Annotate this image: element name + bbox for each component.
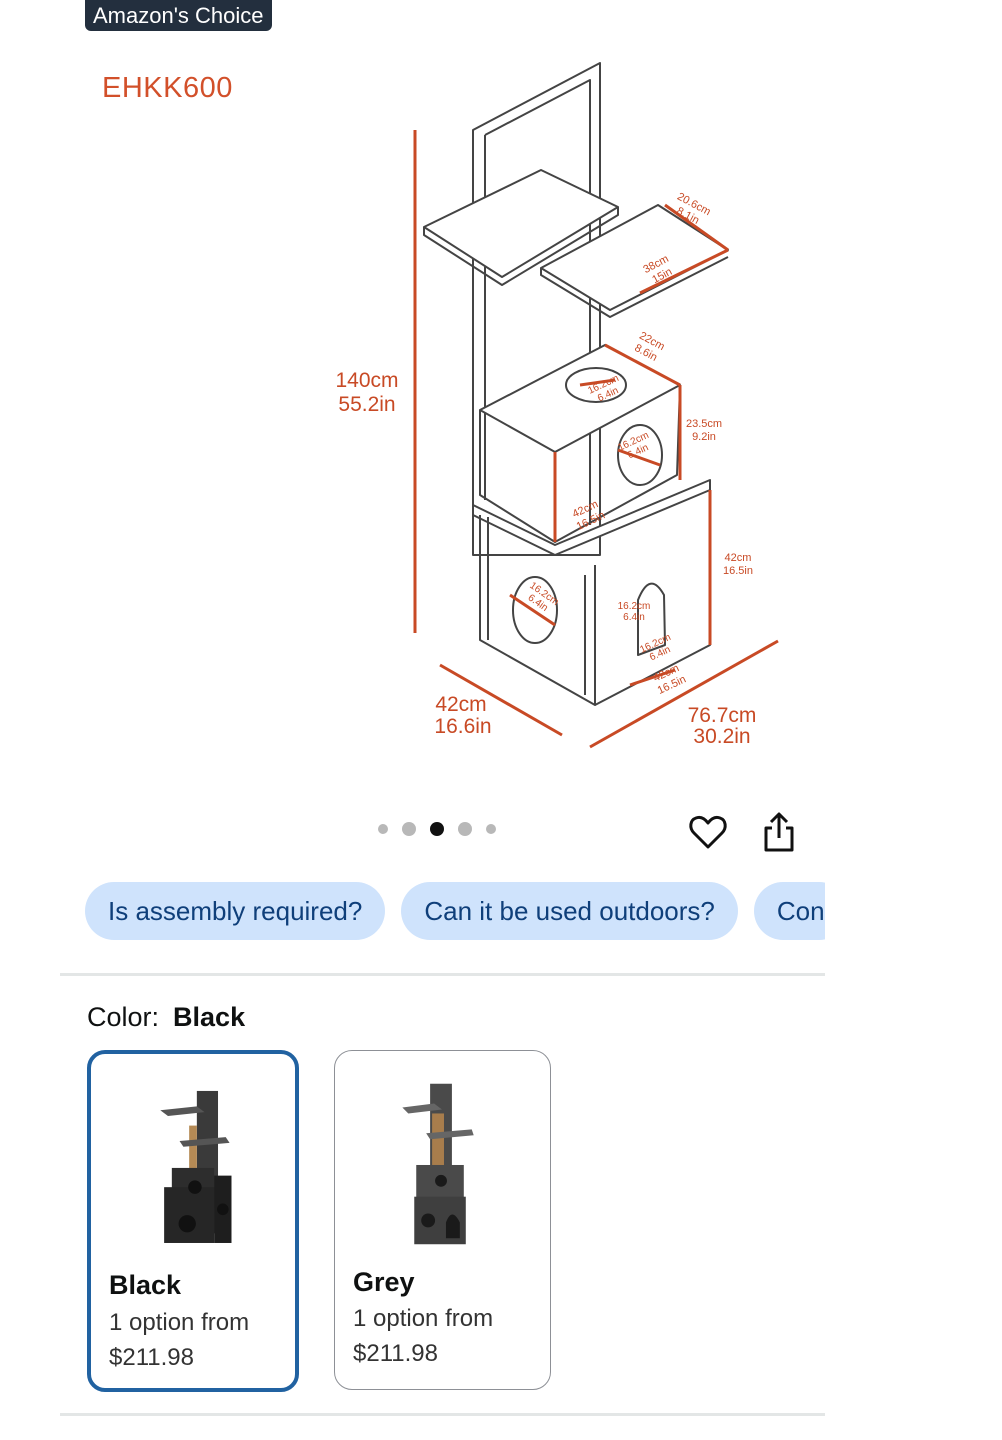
carousel-dot[interactable]	[486, 824, 496, 834]
chip-assembly-required[interactable]: Is assembly required?	[85, 882, 386, 940]
carousel-dot-active[interactable]	[430, 822, 444, 836]
image-carousel-indicator[interactable]	[378, 822, 496, 836]
door-h-in-label: 6.4in	[623, 612, 645, 623]
option-name: Grey	[353, 1267, 415, 1297]
height-cm-label: 140cm	[335, 369, 398, 392]
amazons-choice-badge: Amazon's Choice	[85, 0, 272, 31]
chip-more-question[interactable]: Con	[753, 882, 825, 940]
heart-icon[interactable]	[688, 812, 728, 852]
lower-box-h-in-label: 16.5in	[723, 565, 753, 577]
carousel-dot[interactable]	[378, 824, 388, 834]
width-cm-label: 76.7cm	[688, 704, 757, 727]
width-in-label: 30.2in	[693, 725, 750, 748]
model-number: EHKK600	[102, 72, 233, 104]
option-availability: 1 option from	[353, 1305, 494, 1332]
carousel-dot[interactable]	[458, 822, 472, 836]
option-availability: 1 option from	[109, 1309, 250, 1336]
carousel-dot[interactable]	[402, 822, 416, 836]
option-price: $211.98	[353, 1340, 438, 1367]
chip-used-outdoors[interactable]: Can it be used outdoors?	[401, 882, 738, 940]
product-thumbnail-grey	[402, 1083, 474, 1245]
color-label: Color:	[87, 1002, 160, 1032]
product-thumbnail-black	[160, 1090, 232, 1243]
color-option-black[interactable]: Black 1 option from $211.98	[87, 1050, 299, 1392]
option-name: Black	[109, 1270, 182, 1300]
share-icon[interactable]	[758, 810, 800, 854]
height-in-label: 55.2in	[338, 393, 395, 416]
depth-in-label: 16.6in	[434, 715, 491, 738]
door-h-cm-label: 16.2cm	[618, 601, 651, 612]
lower-box-h-cm-label: 42cm	[725, 552, 752, 564]
color-option-grey[interactable]: Grey 1 option from $211.98	[334, 1050, 551, 1390]
selected-color-value: Black	[173, 1002, 246, 1032]
upper-box-h-in-label: 9.2in	[692, 431, 716, 443]
section-divider	[60, 973, 825, 976]
question-chips-scroller[interactable]: Is assembly required? Con Can it be used…	[85, 882, 825, 942]
depth-cm-label: 42cm	[435, 693, 486, 716]
option-price: $211.98	[109, 1344, 194, 1371]
product-dimension-diagram: 140cm 55.2in 42cm 16.6in 76.7cm 30.2in 2…	[335, 62, 779, 749]
section-divider	[60, 1413, 825, 1416]
upper-box-h-cm-label: 23.5cm	[686, 418, 722, 430]
color-selector-label: Color: Black	[87, 1002, 245, 1033]
